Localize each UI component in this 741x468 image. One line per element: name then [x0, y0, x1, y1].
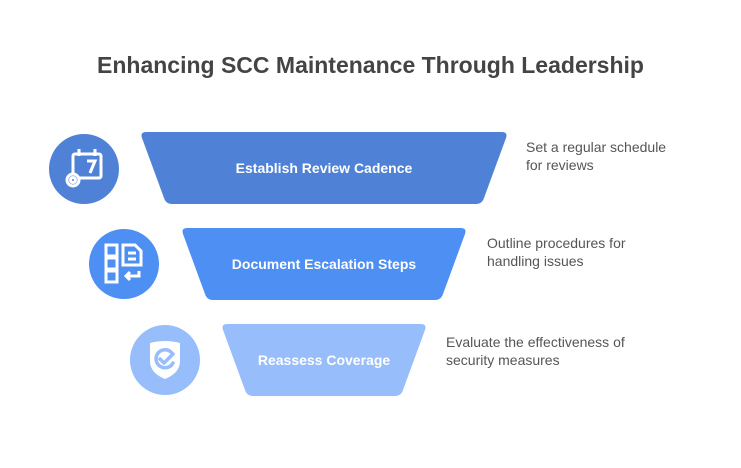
step-2-label: Document Escalation Steps	[231, 256, 417, 272]
diagram-title: Enhancing SCC Maintenance Through Leader…	[97, 52, 644, 78]
document-escalation-icon	[104, 243, 143, 284]
step-3-description: Evaluate the effectiveness of security m…	[446, 334, 625, 368]
step-1-label: Establish Review Cadence	[235, 160, 413, 176]
step-1-icon-circle	[49, 134, 119, 204]
calendar-gear-icon	[65, 149, 103, 188]
step-3-icon-circle	[130, 325, 200, 395]
step-2-funnel: Document Escalation Steps	[181, 228, 467, 300]
shield-check-icon	[150, 341, 180, 379]
step-1-funnel: Establish Review Cadence	[140, 132, 508, 204]
step-3-label: Reassess Coverage	[257, 352, 391, 368]
step-2-icon-circle	[89, 229, 159, 299]
step-1-description: Set a regular schedule for reviews	[526, 139, 667, 173]
step-2-description: Outline procedures for handling issues	[487, 235, 626, 269]
step-3-funnel: Reassess Coverage	[221, 324, 427, 396]
